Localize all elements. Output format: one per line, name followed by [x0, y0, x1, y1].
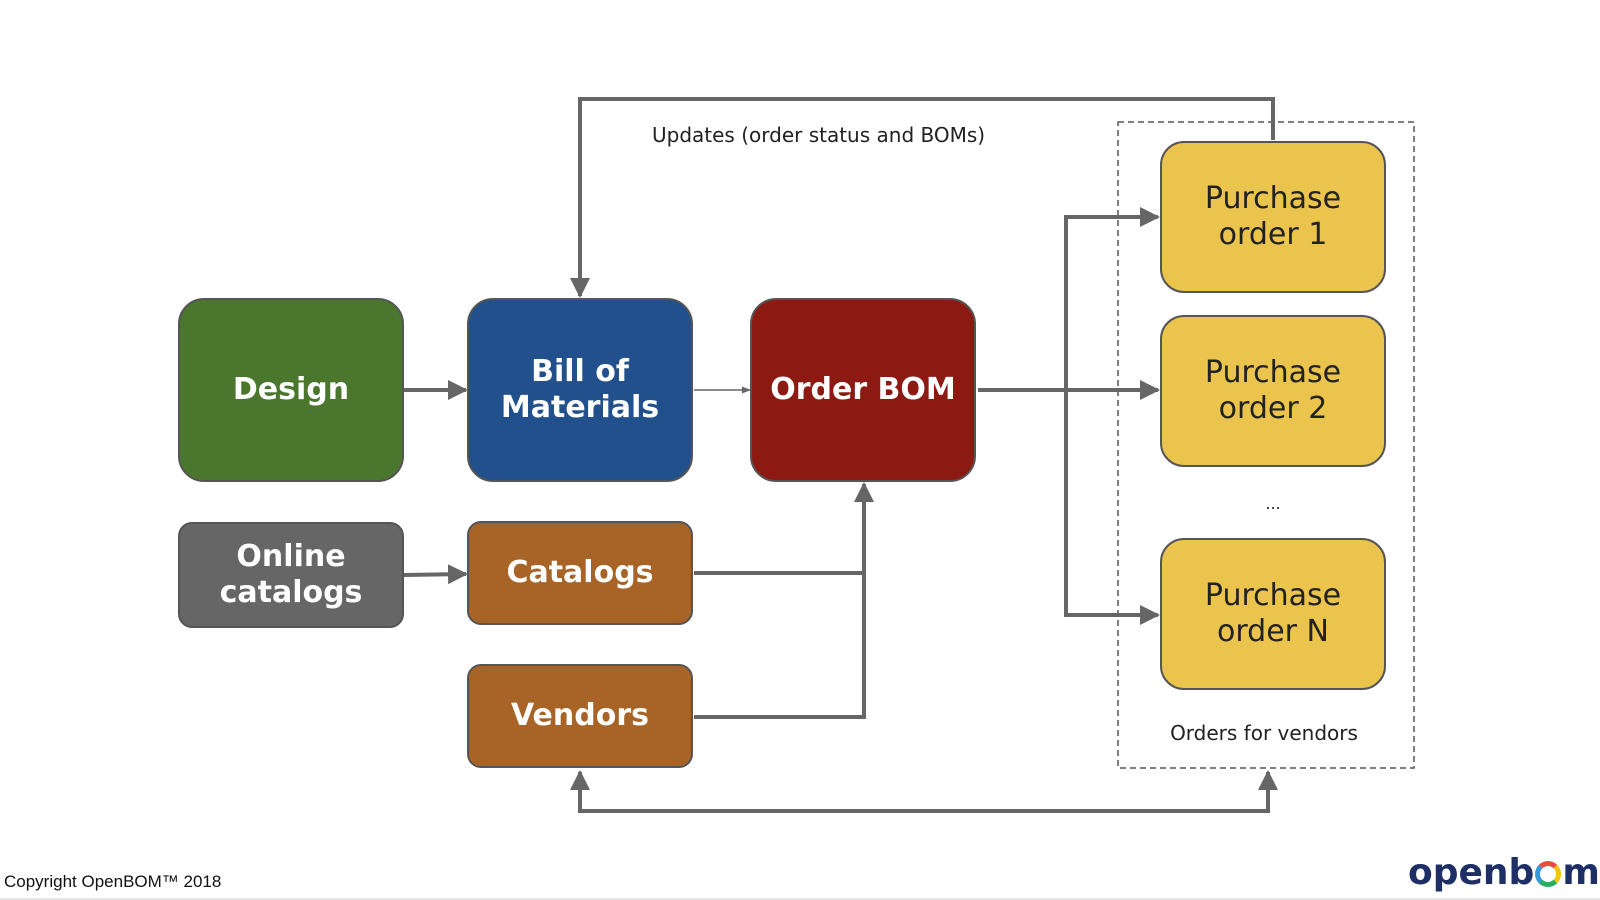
copyright-text: Copyright OpenBOM™ 2018 [4, 872, 222, 891]
order-bom-node: Order BOM [750, 298, 976, 482]
purchase-order-n-node: Purchase order N [1160, 538, 1386, 690]
arrow-order-to-poN [1064, 390, 1160, 625]
updates-label: Updates (order status and BOMs) [652, 123, 986, 147]
arrow-online-to-catalogs [403, 564, 468, 585]
arrow-order-to-po1 [1064, 207, 1160, 390]
ellipsis-label: ... [1265, 494, 1281, 513]
arrow-vendors-orders-bidirectional [570, 770, 1278, 813]
logo-text-left: openb [1408, 851, 1535, 893]
arrow-updates-to-bom [570, 97, 1275, 298]
logo-text-right: m [1562, 851, 1600, 893]
arrow-vendors-to-order-bom [694, 482, 874, 719]
logo-ring-icon [1535, 861, 1562, 887]
purchase-order-1-node: Purchase order 1 [1160, 141, 1386, 293]
bill-of-materials-node: Bill of Materials [467, 298, 693, 482]
footer-divider [0, 898, 1600, 900]
purchase-order-2-node: Purchase order 2 [1160, 315, 1386, 467]
vendors-node: Vendors [467, 664, 693, 768]
design-node: Design [178, 298, 404, 482]
orders-for-vendors-label: Orders for vendors [1170, 721, 1358, 745]
online-catalogs-node: Online catalogs [178, 522, 404, 628]
catalogs-node: Catalogs [467, 521, 693, 625]
orders-group-box [1117, 121, 1415, 769]
